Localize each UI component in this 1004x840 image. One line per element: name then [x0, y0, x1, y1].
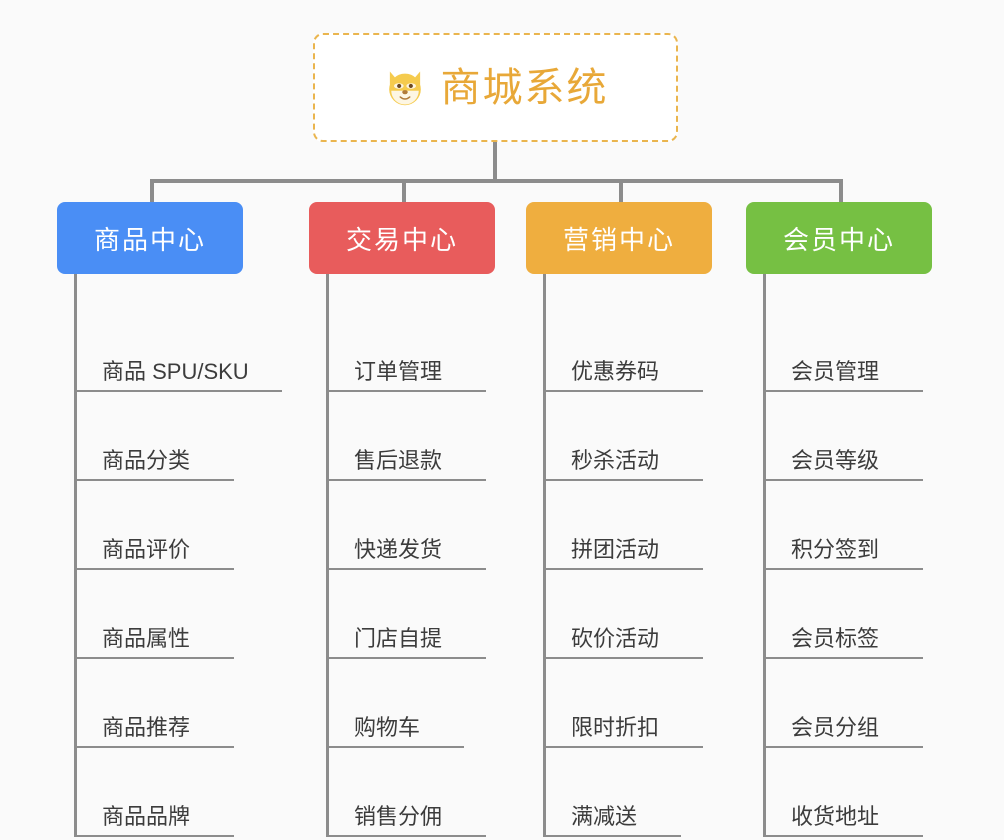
- leaf-item-label: 售后退款: [354, 447, 443, 473]
- leaf-item[interactable]: 会员管理: [763, 336, 923, 392]
- leaf-item-label: 门店自提: [354, 625, 443, 651]
- leaf-item[interactable]: 商品评价: [74, 514, 234, 570]
- leaf-item-label: 商品属性: [102, 625, 191, 651]
- leaf-item[interactable]: 会员等级: [763, 425, 923, 481]
- leaf-item[interactable]: 商品属性: [74, 603, 234, 659]
- leaf-item[interactable]: 购物车: [326, 692, 464, 748]
- root-node[interactable]: 商城系统: [313, 33, 678, 142]
- leaf-item-label: 订单管理: [354, 358, 443, 384]
- branch-spine: [543, 274, 546, 837]
- leaf-item[interactable]: 满减送: [543, 781, 681, 837]
- leaf-item-label: 会员等级: [791, 447, 880, 473]
- leaf-item[interactable]: 优惠券码: [543, 336, 703, 392]
- leaf-item[interactable]: 收货地址: [763, 781, 923, 837]
- branch-spine: [74, 274, 77, 837]
- leaf-item-label: 会员管理: [791, 358, 880, 384]
- leaf-item-label: 优惠券码: [571, 358, 660, 384]
- leaf-item[interactable]: 售后退款: [326, 425, 486, 481]
- leaf-item-label: 购物车: [354, 714, 421, 740]
- connector-stem: [493, 142, 497, 182]
- connector-drop-1: [150, 179, 154, 202]
- leaf-item-label: 商品分类: [102, 447, 191, 473]
- leaf-item-label: 收货地址: [791, 803, 880, 829]
- leaf-item[interactable]: 限时折扣: [543, 692, 703, 748]
- category-label: 交易中心: [345, 224, 458, 255]
- root-title: 商城系统: [440, 65, 609, 110]
- leaf-item[interactable]: 销售分佣: [326, 781, 486, 837]
- connector-bus: [150, 179, 840, 183]
- leaf-item-label: 快递发货: [354, 536, 443, 562]
- connector-drop-3: [619, 179, 623, 202]
- leaf-item[interactable]: 砍价活动: [543, 603, 703, 659]
- leaf-item-label: 砍价活动: [571, 625, 660, 651]
- branch-spine: [326, 274, 329, 837]
- leaf-item-label: 会员分组: [791, 714, 880, 740]
- connector-drop-4: [839, 179, 843, 202]
- leaf-item[interactable]: 会员标签: [763, 603, 923, 659]
- leaf-item-label: 商品品牌: [102, 803, 191, 829]
- leaf-item-label: 商品 SPU/SKU: [102, 358, 249, 384]
- leaf-item[interactable]: 拼团活动: [543, 514, 703, 570]
- leaf-item[interactable]: 门店自提: [326, 603, 486, 659]
- category-box-4[interactable]: 会员中心: [746, 202, 932, 274]
- leaf-item[interactable]: 商品品牌: [74, 781, 234, 837]
- leaf-item-label: 拼团活动: [571, 536, 660, 562]
- leaf-item[interactable]: 会员分组: [763, 692, 923, 748]
- category-box-3[interactable]: 营销中心: [526, 202, 712, 274]
- category-label: 会员中心: [782, 224, 895, 255]
- leaf-item[interactable]: 快递发货: [326, 514, 486, 570]
- connector-drop-2: [402, 179, 406, 202]
- leaf-item[interactable]: 商品推荐: [74, 692, 234, 748]
- leaf-item-label: 商品评价: [102, 536, 191, 562]
- category-label: 商品中心: [93, 224, 206, 255]
- leaf-item-label: 销售分佣: [354, 803, 443, 829]
- leaf-item-label: 积分签到: [791, 536, 880, 562]
- leaf-item-label: 商品推荐: [102, 714, 191, 740]
- leaf-item-label: 会员标签: [791, 625, 880, 651]
- leaf-item[interactable]: 商品 SPU/SKU: [74, 336, 282, 392]
- leaf-item-label: 秒杀活动: [571, 447, 660, 473]
- leaf-item-label: 满减送: [571, 803, 638, 829]
- branch-spine: [763, 274, 766, 837]
- category-box-1[interactable]: 商品中心: [57, 202, 243, 274]
- leaf-item[interactable]: 秒杀活动: [543, 425, 703, 481]
- leaf-item[interactable]: 商品分类: [74, 425, 234, 481]
- category-label: 营销中心: [562, 224, 675, 255]
- category-box-2[interactable]: 交易中心: [309, 202, 495, 274]
- shiba-dog-face-icon: [383, 66, 427, 110]
- leaf-item[interactable]: 订单管理: [326, 336, 486, 392]
- leaf-item-label: 限时折扣: [571, 714, 660, 740]
- leaf-item[interactable]: 积分签到: [763, 514, 923, 570]
